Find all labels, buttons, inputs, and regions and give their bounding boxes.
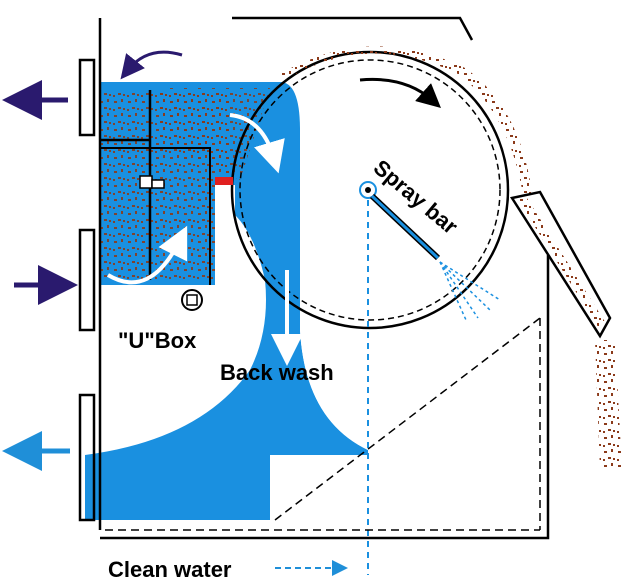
debris-upper-channel (160, 88, 270, 180)
flow-arrow-icon (106, 225, 188, 285)
u-box-drain-icon (181, 289, 203, 311)
rotation-arrow-icon (120, 50, 183, 80)
back-wash-label: Back wash (220, 360, 334, 385)
u-box-frame (100, 147, 211, 285)
drum-surface-debris (280, 46, 534, 210)
red-marker (215, 177, 233, 185)
bolt-icon-2 (151, 179, 165, 189)
flow-arrow-icon (229, 113, 285, 174)
spray-bar-center (365, 187, 371, 193)
flange-bottom (78, 393, 96, 522)
flange-middle (78, 228, 96, 332)
spray-bar-hub (359, 181, 377, 199)
falling-debris (595, 340, 622, 470)
clean-water-label: Clean water (108, 557, 232, 582)
chute-debris (518, 195, 605, 330)
u-box-label: "U"Box (118, 328, 197, 353)
bolt-icon (139, 175, 153, 189)
drum-inner-dashed (239, 59, 501, 321)
rotation-arrow-icon (359, 77, 441, 108)
spray-bar-inner (370, 194, 440, 260)
u-box-drain-square (186, 294, 198, 306)
tank-top-cover (232, 16, 474, 41)
tank-slope-dashed (274, 317, 541, 521)
spray-jets (439, 261, 501, 321)
tank-bottom (100, 255, 550, 540)
spray-bar-label: Spray bar (369, 155, 463, 240)
flange-top (78, 58, 96, 137)
